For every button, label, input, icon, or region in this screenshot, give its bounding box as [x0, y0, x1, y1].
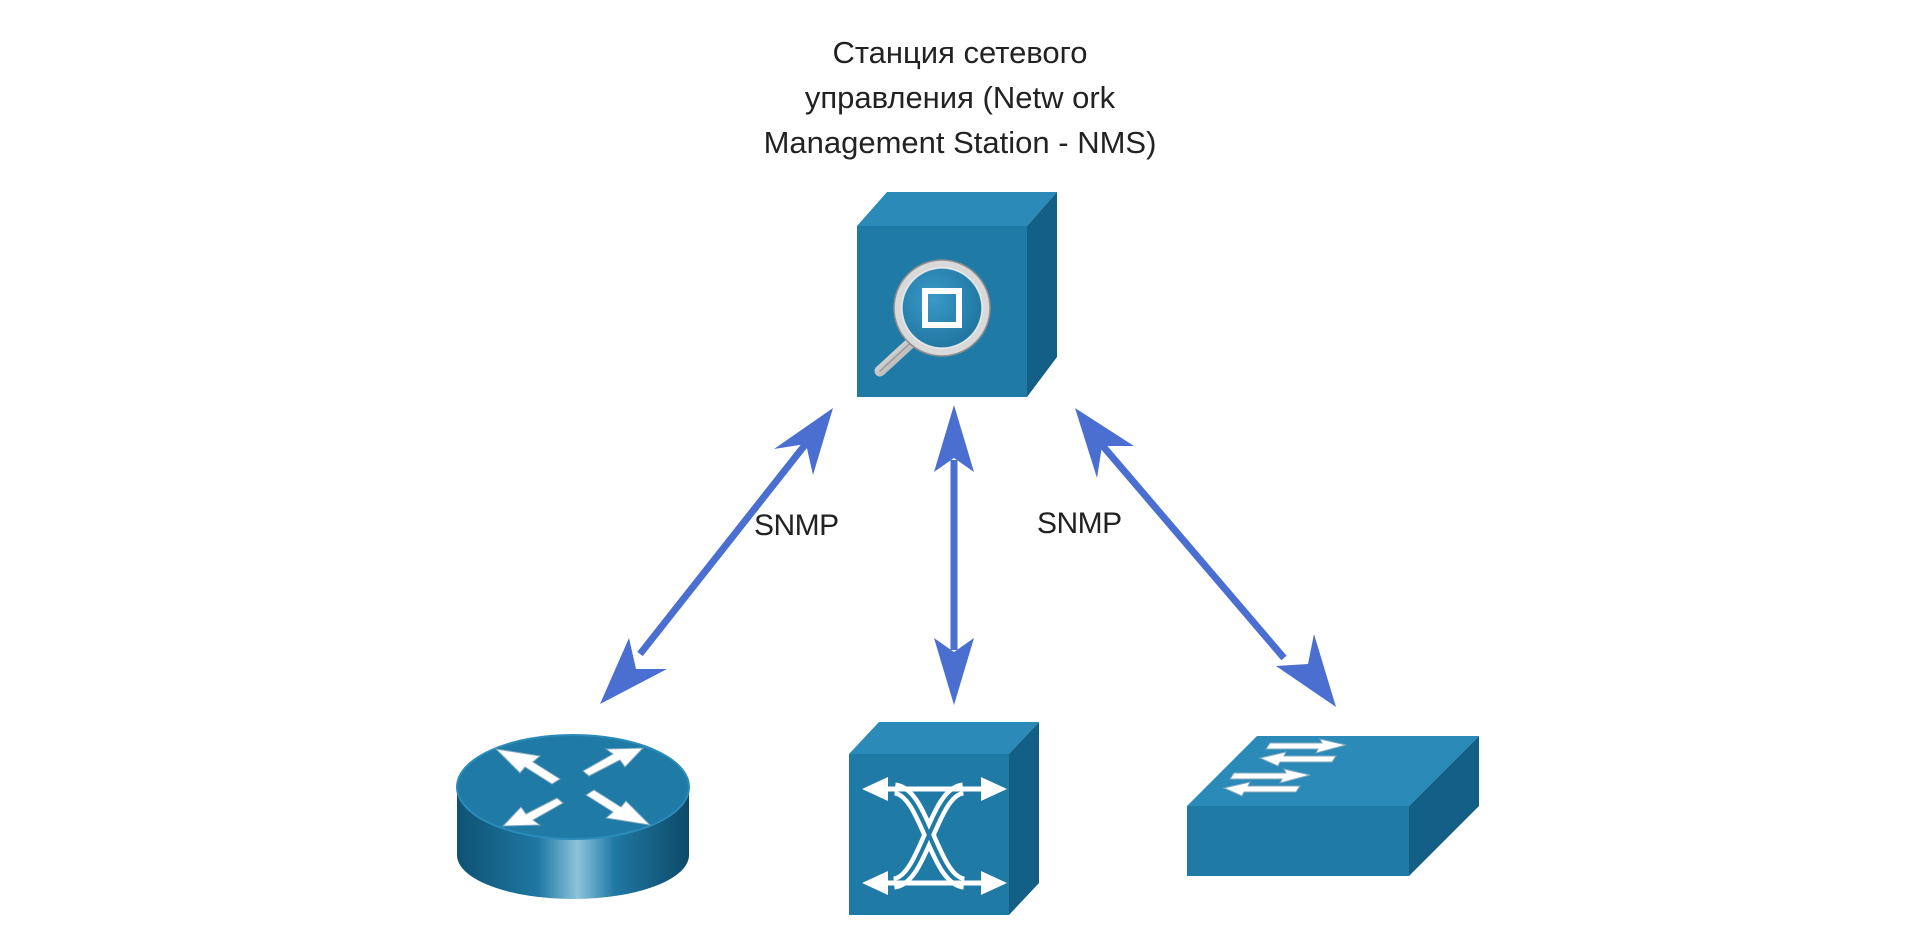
nms-title-line-3: Management Station - NMS) [763, 125, 1157, 160]
nms-cube-top [857, 192, 1057, 226]
lan-switch-front [1187, 806, 1409, 876]
router[interactable] [456, 734, 690, 899]
lan-switch-icon [1222, 738, 1347, 797]
link-nms-router [600, 408, 833, 704]
atm-switch[interactable] [849, 722, 1039, 915]
arrowhead-up [774, 408, 833, 475]
nms-title: Станция сетевого управления (Netw ork Ma… [645, 30, 1275, 165]
magnifier-square-icon [874, 259, 991, 377]
router-icon [494, 747, 652, 827]
nms-title-line-1: Станция сетевого [832, 35, 1088, 70]
link-nms-lan-switch [1075, 408, 1336, 707]
snmp-label-left: SNMP [754, 509, 839, 542]
nms-cube-side [1027, 192, 1057, 397]
arrowhead-down [1276, 634, 1336, 707]
nms-title-line-2: управления (Netw ork [804, 80, 1116, 115]
arrowhead-down [600, 638, 667, 704]
snmp-label-right: SNMP [1037, 507, 1122, 540]
nms-station[interactable] [857, 192, 1057, 397]
arrowhead-up [934, 405, 974, 472]
atm-switch-side [1009, 722, 1039, 915]
arrowhead-up [1075, 408, 1134, 478]
link-nms-atm-switch [934, 405, 974, 705]
arrowhead-down [934, 638, 974, 705]
lan-switch[interactable] [1187, 736, 1479, 876]
atm-switch-top [849, 722, 1039, 754]
atm-switch-icon [862, 777, 1007, 895]
lan-switch-side [1409, 736, 1479, 876]
